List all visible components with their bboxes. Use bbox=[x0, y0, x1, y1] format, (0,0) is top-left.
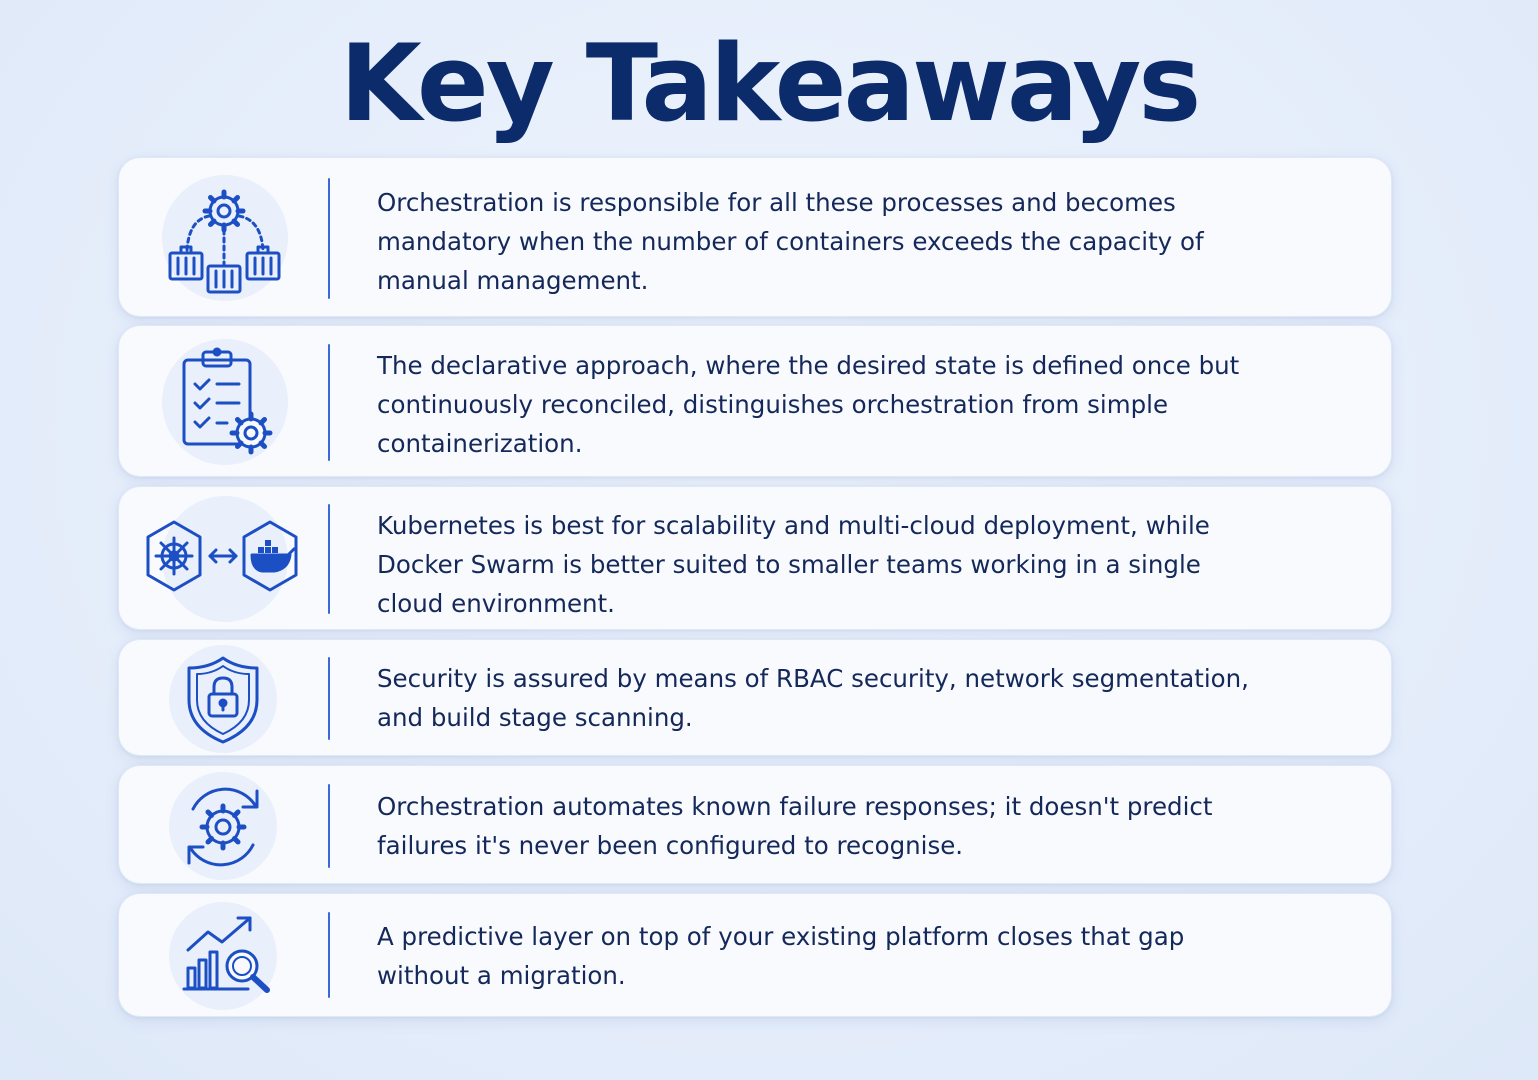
takeaway-card: Orchestration automates known failure re… bbox=[118, 765, 1392, 884]
kubernetes-docker-icon bbox=[146, 520, 298, 592]
gear-cycle-icon bbox=[187, 787, 259, 867]
card-divider bbox=[328, 657, 330, 740]
icon-background bbox=[169, 902, 277, 1010]
card-divider bbox=[328, 504, 330, 614]
takeaway-text: A predictive layer on top of your existi… bbox=[377, 922, 1185, 990]
takeaway-card: The declarative approach, where the desi… bbox=[118, 325, 1392, 477]
takeaway-text: Orchestration automates known failure re… bbox=[377, 792, 1213, 860]
card-divider bbox=[328, 344, 330, 461]
takeaway-card: Kubernetes is best for scalability and m… bbox=[118, 486, 1392, 630]
takeaway-card: Security is assured by means of RBAC sec… bbox=[118, 639, 1392, 756]
chart-magnifier-icon bbox=[182, 916, 270, 993]
takeaway-card: Orchestration is responsible for all the… bbox=[118, 157, 1392, 317]
card-divider bbox=[328, 784, 330, 868]
takeaway-text: The declarative approach, where the desi… bbox=[377, 351, 1240, 458]
card-divider bbox=[328, 912, 330, 998]
card-divider bbox=[328, 178, 330, 299]
checklist-gear-icon bbox=[182, 347, 273, 455]
takeaway-card: A predictive layer on top of your existi… bbox=[118, 893, 1392, 1017]
takeaway-text: Orchestration is responsible for all the… bbox=[377, 188, 1204, 295]
container-orchestration-icon bbox=[168, 189, 281, 294]
page-title: Key Takeaways bbox=[339, 22, 1202, 145]
shield-lock-icon bbox=[187, 656, 259, 744]
takeaway-text: Kubernetes is best for scalability and m… bbox=[377, 511, 1210, 618]
takeaway-text: Security is assured by means of RBAC sec… bbox=[377, 664, 1249, 732]
